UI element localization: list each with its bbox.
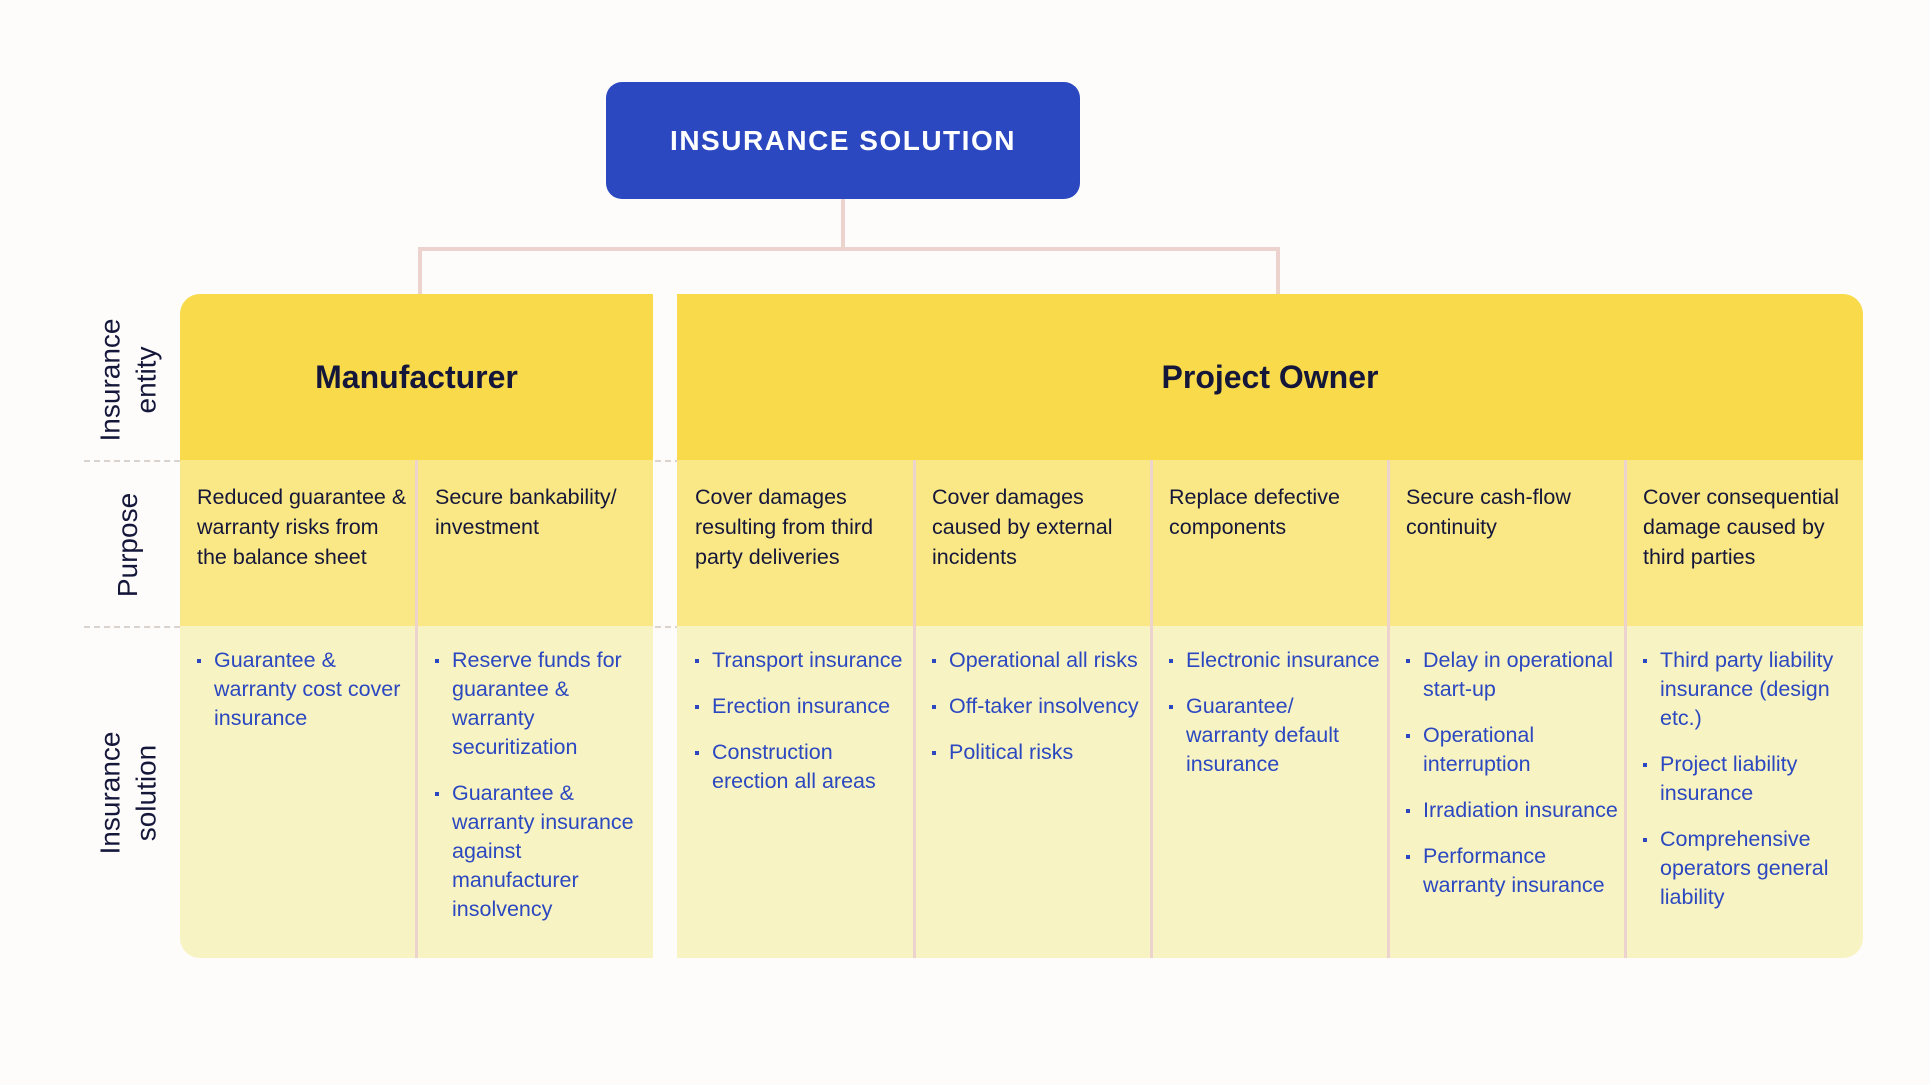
solution-item: Comprehensive operators general liabilit… — [1643, 825, 1855, 912]
solution-item: Reserve funds for guarantee & warranty s… — [435, 646, 647, 762]
solution-item: Project liability insurance — [1643, 750, 1855, 808]
solution-list: Delay in operational start-up Operationa… — [1406, 646, 1620, 917]
solution-item: Third party liability insurance (design … — [1643, 646, 1855, 733]
solution-item: Delay in operational start-up — [1406, 646, 1620, 704]
group-project-owner: Project Owner Cover damages resulting fr… — [677, 294, 1863, 958]
solution-item: Operational all risks — [932, 646, 1144, 675]
purpose-cell: Replace defective components — [1169, 485, 1340, 539]
solution-item: Electronic insurance — [1169, 646, 1381, 675]
solution-item: Guarantee/ warranty default insurance — [1169, 692, 1381, 779]
connector-to-manufacturer — [418, 247, 422, 296]
purpose-cell: Secure bankability/ investment — [435, 485, 617, 539]
solution-item: Irradiation insurance — [1406, 796, 1620, 825]
solution-list: Guarantee & warranty cost cover insuranc… — [197, 646, 409, 750]
solution-list: Electronic insurance Guarantee/ warranty… — [1169, 646, 1381, 796]
row-label-insurance-entity-text: Insurance entity — [94, 318, 161, 442]
root-node-insurance-solution: INSURANCE SOLUTION — [606, 82, 1080, 199]
column-divider — [415, 460, 418, 958]
purpose-band — [677, 460, 1863, 626]
solution-item: Performance warranty insurance — [1406, 842, 1620, 900]
connector-horizontal — [418, 247, 1280, 251]
purpose-cell: Secure cash-flow continuity — [1406, 485, 1571, 539]
solution-item: Political risks — [932, 738, 1144, 767]
purpose-cell: Cover consequential damage caused by thi… — [1643, 485, 1840, 569]
solution-item: Transport insurance — [695, 646, 907, 675]
solution-item: Construction erection all areas — [695, 738, 907, 796]
column-divider — [1387, 460, 1390, 958]
solution-item: Erection insurance — [695, 692, 907, 721]
solution-item: Off-taker insolvency — [932, 692, 1144, 721]
column-divider — [913, 460, 916, 958]
solution-item: Guarantee & warranty cost cover insuranc… — [197, 646, 409, 733]
solution-list: Transport insurance Erection insurance C… — [695, 646, 907, 813]
column-divider — [1624, 460, 1627, 958]
row-label-insurance-solution-text: Insurance solution — [94, 731, 161, 855]
solution-item: Guarantee & warranty insurance against m… — [435, 779, 647, 924]
row-label-insurance-entity: Insurance entity — [88, 300, 168, 460]
group-header-project-owner: Project Owner — [677, 294, 1863, 460]
solution-list: Third party liability insurance (design … — [1643, 646, 1855, 929]
purpose-cell: Cover damages resulting from third party… — [695, 485, 874, 569]
row-label-purpose: Purpose — [88, 462, 168, 628]
root-node-title: INSURANCE SOLUTION — [670, 124, 1016, 156]
purpose-cell: Reduced guarantee & warranty risks from … — [197, 485, 407, 569]
solution-list: Operational all risks Off-taker insolven… — [932, 646, 1144, 784]
row-label-insurance-solution: Insurance solution — [88, 628, 168, 958]
purpose-cell: Cover damages caused by external inciden… — [932, 485, 1113, 569]
column-divider — [1150, 460, 1153, 958]
group-header-manufacturer: Manufacturer — [180, 294, 653, 460]
solution-list: Reserve funds for guarantee & warranty s… — [435, 646, 647, 941]
solution-item: Operational interruption — [1406, 721, 1620, 779]
connector-to-project-owner — [1276, 247, 1280, 296]
solution-band — [677, 626, 1863, 958]
group-manufacturer: Manufacturer Reduced guarantee & warrant… — [180, 294, 653, 958]
connector-root-stem — [841, 199, 845, 249]
row-label-purpose-text: Purpose — [112, 492, 144, 598]
